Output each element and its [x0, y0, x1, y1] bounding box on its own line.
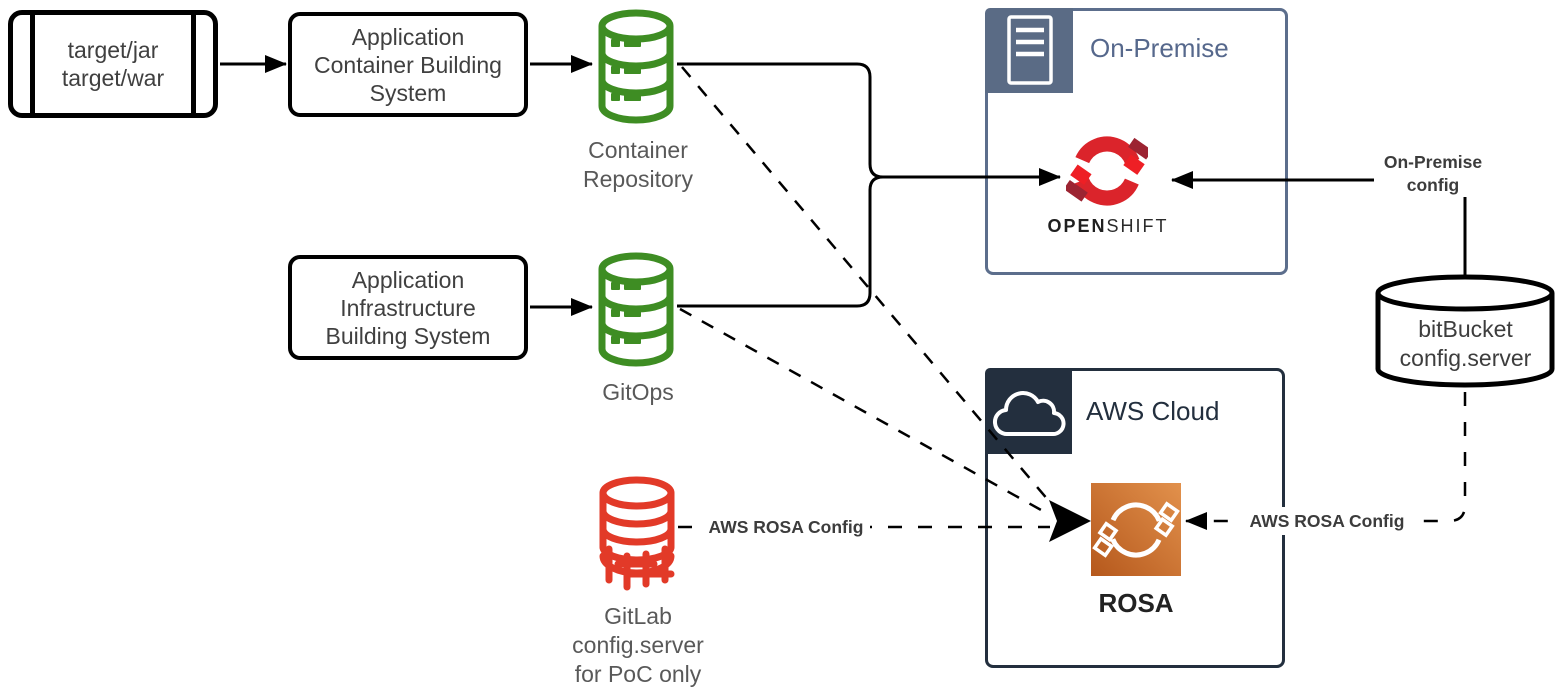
artifact-target-jar-war: target/jar target/war [8, 10, 218, 118]
acbs-label: Application Container Building System [314, 23, 502, 106]
gitlab-config-server-icon [599, 476, 675, 591]
onpremise-title: On-Premise [1090, 33, 1229, 63]
container-repository-icon [598, 9, 674, 124]
bitbucket-config-server-icon [1375, 274, 1555, 388]
gitlab-config-server-label: GitLab config.server for PoC only [572, 603, 704, 687]
bitbucket-config-server-label: bitBucket config.server [1399, 316, 1532, 371]
onpremise-config-label: On-Premise config [1374, 151, 1492, 197]
gitlab-rosa-config-label: AWS ROSA Config [702, 513, 870, 541]
aws-cloud-badge [985, 368, 1072, 454]
gitops-icon [598, 252, 674, 367]
aws-cloud-title: AWS Cloud [1086, 396, 1220, 426]
openshift-word-open: OPEN [1047, 216, 1107, 236]
cloud-icon [992, 391, 1066, 437]
gitops-label: GitOps [602, 379, 674, 405]
rosa-label: ROSA [1098, 588, 1174, 618]
container-repository-label: Container Repository [583, 137, 693, 192]
openshift-logo-icon [1066, 136, 1148, 206]
bitbucket-rosa-config-label: AWS ROSA Config [1237, 507, 1417, 535]
artifact-left-bar [30, 15, 35, 113]
rosa-icon [1091, 483, 1181, 576]
server-icon [1007, 15, 1053, 85]
onpremise-badge [985, 8, 1073, 93]
app-container-building-system-box: Application Container Building System [288, 12, 528, 117]
artifact-label: target/jar target/war [61, 37, 165, 91]
aibs-label: Application Infrastructure Building Syst… [325, 266, 491, 349]
app-infrastructure-building-system-box: Application Infrastructure Building Syst… [288, 255, 528, 360]
edge-gitops-to-openshift [677, 175, 884, 308]
openshift-wordmark: OPENSHIFT [1038, 216, 1178, 237]
openshift-word-shift: SHIFT [1106, 216, 1169, 236]
artifact-right-bar [191, 15, 196, 113]
